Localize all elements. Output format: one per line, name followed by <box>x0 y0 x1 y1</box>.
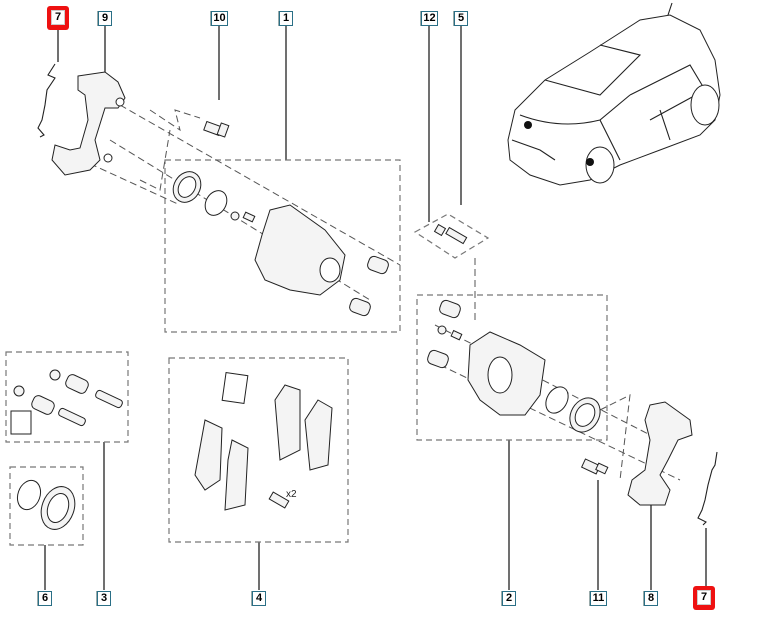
caliper-bracket-left <box>51 71 126 176</box>
kit-box-1 <box>164 159 401 333</box>
callout-6[interactable]: 6 <box>38 591 52 606</box>
callout-12[interactable]: 12 <box>421 11 438 26</box>
guide-pin-kit <box>10 369 123 435</box>
front-wheel-marker-icon <box>524 121 532 129</box>
callout-5[interactable]: 5 <box>454 11 468 26</box>
callout-10[interactable]: 10 <box>211 11 228 26</box>
callout-7-bottom[interactable]: 7 <box>697 590 711 605</box>
caliper-assembly-right <box>427 299 601 433</box>
callout-2[interactable]: 2 <box>502 591 516 606</box>
callout-4[interactable]: 4 <box>252 591 266 606</box>
wear-cable-left <box>37 63 56 138</box>
callout-9[interactable]: 9 <box>98 11 112 26</box>
wear-cable-right <box>697 451 718 526</box>
kit-box-12 <box>413 213 490 259</box>
kit-box-4 <box>168 357 349 543</box>
kit-boxes <box>5 159 608 546</box>
kit-box-2 <box>416 294 608 441</box>
callout-3[interactable]: 3 <box>97 591 111 606</box>
caliper-bracket-right <box>627 401 693 506</box>
bleed-screw-set <box>433 223 468 245</box>
bracket-bolt-10 <box>203 120 230 138</box>
rear-wheel-marker-icon <box>586 158 594 166</box>
callout-8[interactable]: 8 <box>644 591 658 606</box>
bracket-bolt-11 <box>580 458 609 475</box>
kit-box-3 <box>5 351 129 443</box>
leader-lines <box>44 26 707 590</box>
brake-pad-set <box>194 372 333 511</box>
callout-11[interactable]: 11 <box>590 591 607 606</box>
callout-7-bottom-highlight: 7 <box>693 586 715 610</box>
callout-1[interactable]: 1 <box>279 11 293 26</box>
piston-seal-kit <box>16 479 76 530</box>
callout-7-top[interactable]: 7 <box>51 10 65 25</box>
callout-7-top-highlight: 7 <box>47 6 69 30</box>
caliper-assembly-left <box>172 171 389 317</box>
vehicle-illustration <box>507 2 721 186</box>
pad-bolt-quantity: x2 <box>286 489 297 500</box>
kit-box-6 <box>9 466 84 546</box>
